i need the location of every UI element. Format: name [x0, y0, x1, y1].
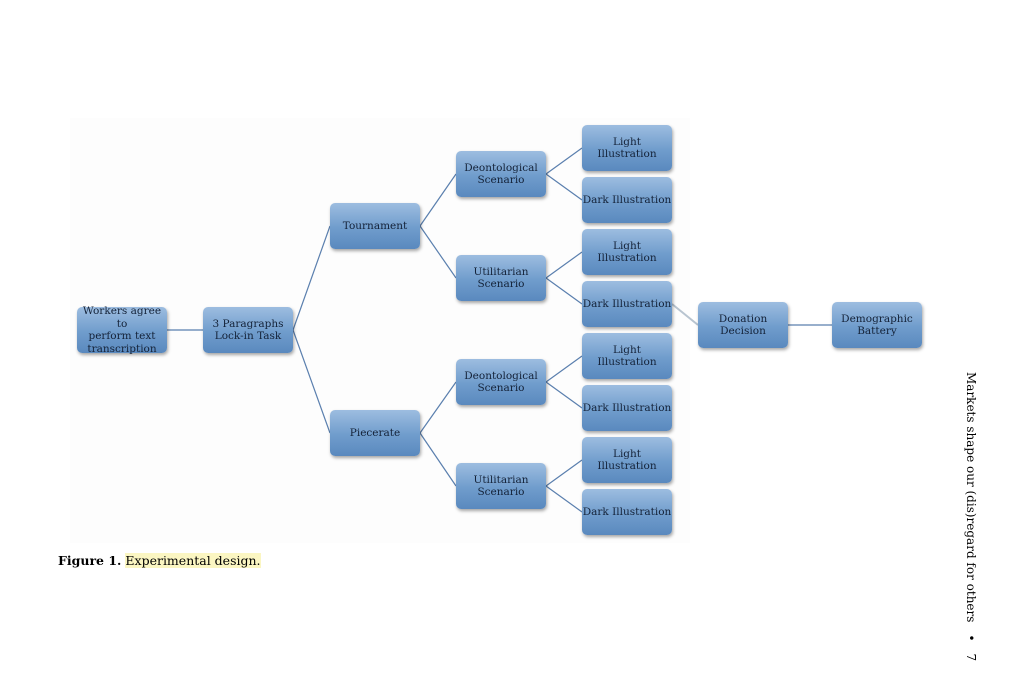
page-number: 7 [964, 653, 978, 662]
node-donation: Donation Decision [698, 302, 788, 348]
node-tournament: Tournament [330, 203, 420, 249]
connector-tournament-t_deont [419, 173, 457, 227]
node-l7: Light Illustration [582, 437, 672, 483]
connector-tournament-t_util [419, 225, 457, 279]
node-p-util: Utilitarian Scenario [456, 463, 546, 509]
node-l8: Dark Illustration [582, 489, 672, 535]
node-t-deont: Deontological Scenario [456, 151, 546, 197]
node-p-deont: Deontological Scenario [456, 359, 546, 405]
node-l2: Dark Illustration [582, 177, 672, 223]
caption-label: Figure 1. [58, 553, 122, 568]
connector-p_util-l7 [545, 459, 583, 487]
connector-t_deont-l1 [545, 147, 583, 175]
connector-lockin-piecerate [292, 329, 331, 434]
connector-t_util-l3 [545, 251, 583, 279]
connector-t_util-l4 [545, 277, 583, 305]
node-l6: Dark Illustration [582, 385, 672, 431]
node-l4: Dark Illustration [582, 281, 672, 327]
node-demographic: Demographic Battery [832, 302, 922, 348]
node-piecerate: Piecerate [330, 410, 420, 456]
connector-p_deont-l6 [545, 381, 583, 409]
connector-lockin-tournament [292, 225, 331, 331]
running-head-bullet: • [964, 634, 978, 642]
caption-text: Experimental design. [125, 553, 261, 568]
connector-p_util-l8 [545, 485, 583, 513]
node-t-util: Utilitarian Scenario [456, 255, 546, 301]
figure-caption: Figure 1. Experimental design. [58, 553, 261, 568]
connector-p_deont-l5 [545, 355, 583, 383]
node-l3: Light Illustration [582, 229, 672, 275]
node-l5: Light Illustration [582, 333, 672, 379]
node-l1: Light Illustration [582, 125, 672, 171]
running-head-title: Markets shape our (dis)regard for others [964, 372, 978, 623]
running-head: Markets shape our (dis)regard for others… [964, 372, 978, 661]
connector-piecerate-p_util [419, 432, 457, 487]
connector-l4-donation [671, 303, 699, 326]
connector-piecerate-p_deont [419, 381, 457, 434]
connector-t_deont-l2 [545, 173, 583, 201]
node-workers: Workers agree to perform text transcript… [77, 305, 167, 355]
node-lockin: 3 Paragraphs Lock-in Task [203, 307, 293, 353]
